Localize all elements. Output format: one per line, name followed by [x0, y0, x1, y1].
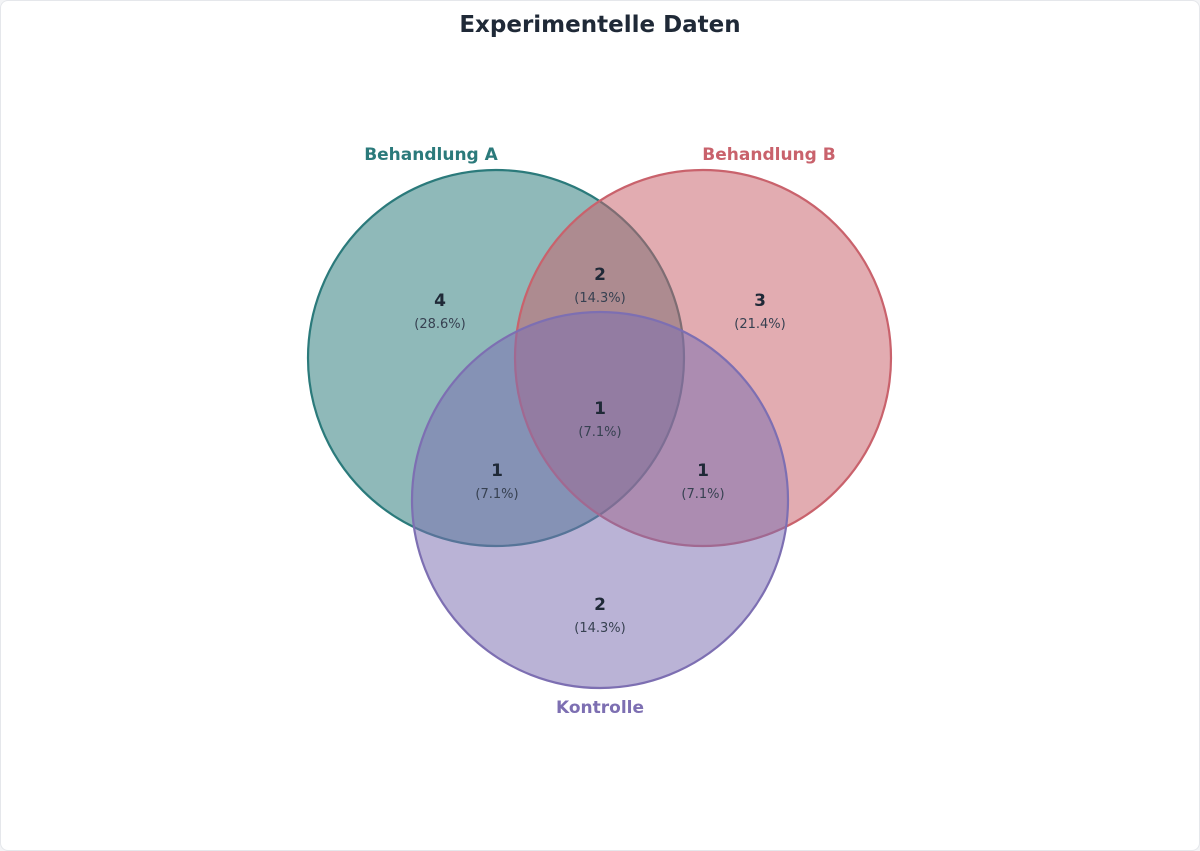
- chart-title: Experimentelle Daten: [459, 12, 741, 38]
- region-c: 2 (14.3%): [574, 595, 625, 636]
- region-bc: 1 (7.1%): [681, 461, 724, 502]
- region-a: 4 (28.6%): [414, 291, 465, 332]
- region-count-a: 4: [434, 291, 446, 311]
- set-circle-c: [410, 310, 790, 690]
- region-count-abc: 1: [594, 399, 606, 419]
- region-count-bc: 1: [697, 461, 709, 481]
- region-percent-a: (28.6%): [414, 317, 465, 332]
- region-percent-bc: (7.1%): [681, 487, 724, 502]
- region-count-ab: 2: [594, 265, 606, 285]
- region-abc: 1 (7.1%): [578, 399, 621, 440]
- region-count-ac: 1: [491, 461, 503, 481]
- set-label-c: Kontrolle: [556, 698, 644, 718]
- region-count-b: 3: [754, 291, 766, 311]
- region-percent-abc: (7.1%): [578, 425, 621, 440]
- region-percent-ac: (7.1%): [475, 487, 518, 502]
- region-count-c: 2: [594, 595, 606, 615]
- region-ac: 1 (7.1%): [475, 461, 518, 502]
- region-percent-b: (21.4%): [734, 317, 785, 332]
- set-label-b: Behandlung B: [702, 145, 835, 165]
- region-ab: 2 (14.3%): [574, 265, 625, 306]
- region-b: 3 (21.4%): [734, 291, 785, 332]
- set-label-a: Behandlung A: [364, 145, 498, 165]
- region-percent-ab: (14.3%): [574, 291, 625, 306]
- region-percent-c: (14.3%): [574, 621, 625, 636]
